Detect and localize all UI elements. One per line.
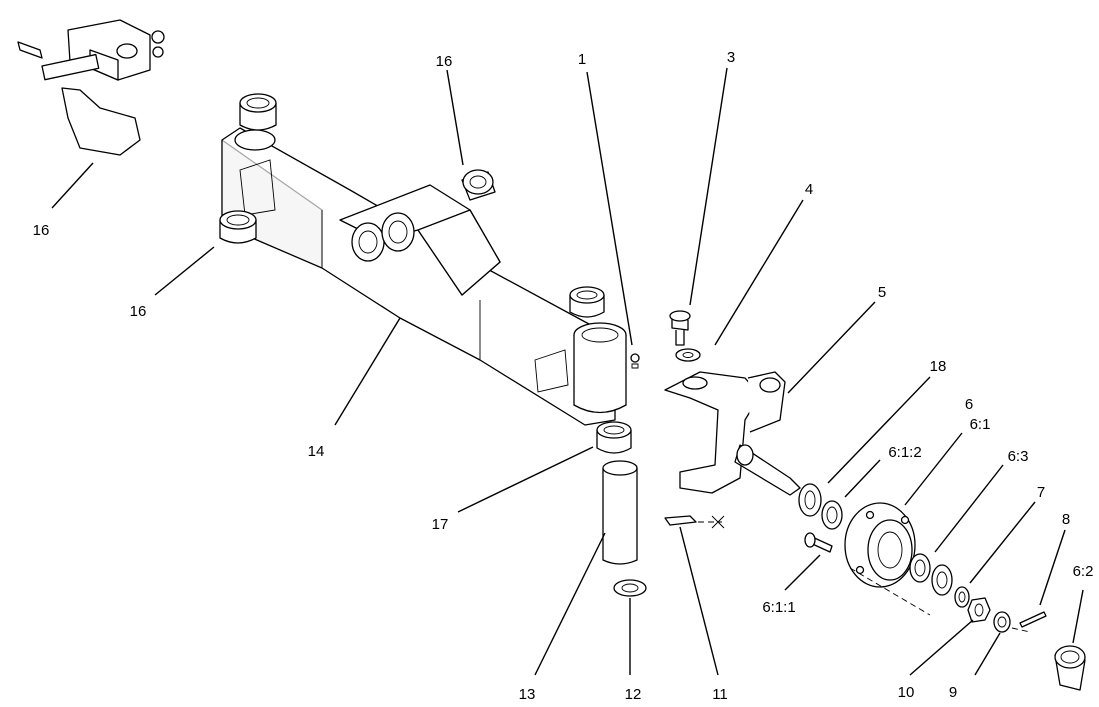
callout-13: 13 <box>519 686 536 703</box>
part-6-hub <box>844 502 931 616</box>
leader-17 <box>51 162 94 209</box>
callout-5: 5 <box>878 284 886 301</box>
part-6-2-dust-cap <box>1054 645 1086 691</box>
callout-18: 18 <box>930 358 947 375</box>
part-11-key <box>664 515 725 529</box>
callout-6: 6 <box>965 396 973 413</box>
leader-10 <box>909 619 974 676</box>
part-16-bushing-upper <box>461 169 496 201</box>
callout-10: 10 <box>898 684 915 701</box>
part-6-3-bearing <box>909 553 931 583</box>
callout-9: 9 <box>949 684 957 701</box>
callout-11: 11 <box>712 686 728 703</box>
callout-6-2: 6:2 <box>1073 563 1094 580</box>
part-16-bushing-left <box>219 210 257 244</box>
callout-16-top: 16 <box>436 53 453 70</box>
callout-14: 14 <box>308 443 325 460</box>
callout-12: 12 <box>625 686 642 703</box>
leader-6-1-1 <box>784 554 821 591</box>
leader-lines <box>51 67 1084 676</box>
callout-6-3: 6:3 <box>1008 448 1029 465</box>
part-16-bushing-top-left <box>234 93 277 151</box>
part-4-washer <box>675 348 701 362</box>
callout-7: 7 <box>1037 484 1045 501</box>
leader-18 <box>827 376 931 484</box>
part-16-bushing-pivot-bottom <box>596 421 632 454</box>
leader-6-1 <box>904 432 963 506</box>
part-12-washer <box>613 579 647 597</box>
part-8-cotter-pin <box>1019 611 1047 628</box>
part-9-retainer <box>993 611 1031 633</box>
callout-6-1-1: 6:1:1 <box>762 599 795 616</box>
part-washer <box>954 586 970 608</box>
part-16-bushing-pivot-top <box>569 286 605 318</box>
part-6-1-2-bearing <box>821 500 843 530</box>
callout-6-1: 6:1 <box>970 416 991 433</box>
callout-3: 3 <box>727 49 735 66</box>
callout-8: 8 <box>1062 511 1070 528</box>
leader-3 <box>689 67 728 306</box>
leader-13 <box>534 532 606 676</box>
leader-9 <box>974 632 1001 676</box>
part-1-grease-fitting <box>630 353 640 369</box>
callout-4: 4 <box>805 181 813 198</box>
leader-11 <box>679 526 719 676</box>
leader-7 <box>969 501 1036 584</box>
leader-16-top <box>446 69 464 166</box>
part-18-seal <box>798 483 822 517</box>
part-17-bracket <box>17 19 165 156</box>
part-16-bushing-mid <box>351 212 415 262</box>
leader-14 <box>334 317 401 426</box>
leader-6-1-2 <box>844 459 881 498</box>
part-7-seal <box>931 564 953 596</box>
callout-16-bottom: 17 <box>432 516 449 533</box>
leader-4 <box>714 199 804 346</box>
part-3-bolt <box>669 310 691 346</box>
leader-16-left <box>154 246 215 296</box>
leader-6-2 <box>1072 589 1084 644</box>
part-6-1-1-stud <box>804 532 833 553</box>
callout-16-left: 16 <box>130 303 147 320</box>
part-5-spindle <box>664 371 801 496</box>
part-10-nut <box>967 597 991 623</box>
leader-6-3 <box>934 464 1004 553</box>
part-14-axle-beam <box>221 127 627 426</box>
leader-1 <box>586 71 633 346</box>
callout-17: 16 <box>33 222 50 239</box>
part-13-pivot-pin <box>602 460 638 565</box>
callout-1: 1 <box>578 51 586 68</box>
callout-6-1-2: 6:1:2 <box>888 444 921 461</box>
leader-16-bottom <box>457 446 594 513</box>
leader-8 <box>1039 529 1066 606</box>
callout-labels: 16 16 16 14 1 3 4 5 18 6 6:1 6:1:2 6:3 7… <box>33 49 1094 703</box>
leader-5 <box>787 301 876 394</box>
